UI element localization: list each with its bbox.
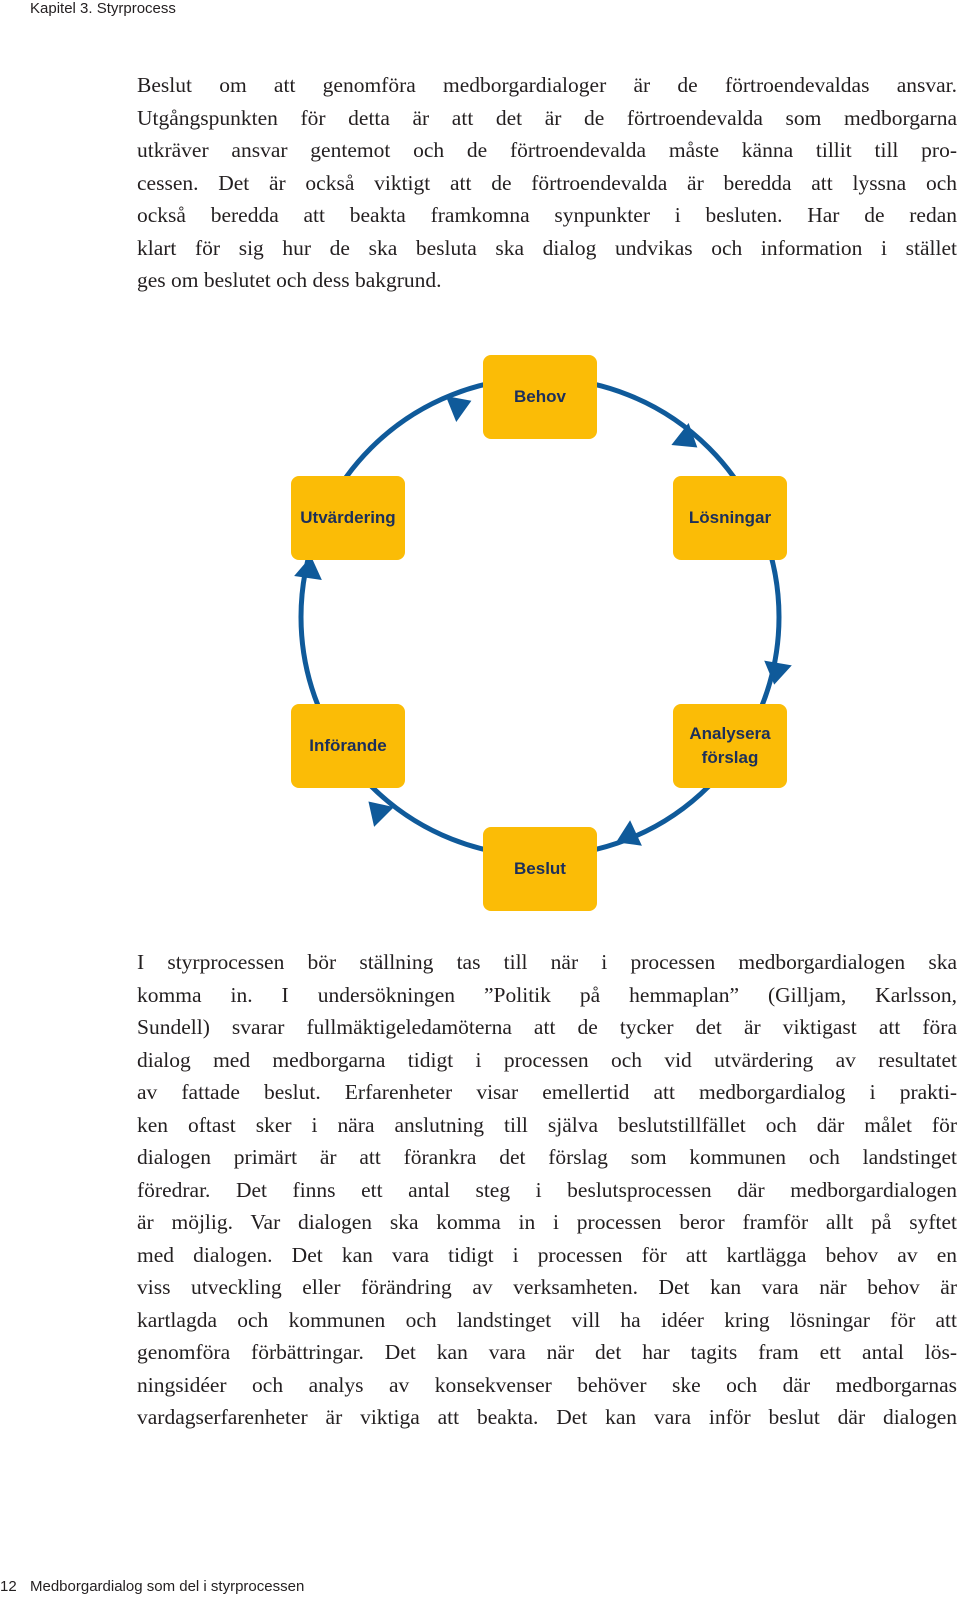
step-box-behov: Behov (483, 355, 597, 439)
text-line: kartlagda och kommunen och landstinget v… (137, 1307, 957, 1332)
text-line: dialog med medborgarna tidigt i processe… (137, 1047, 957, 1072)
arrow-head-icon (764, 660, 792, 685)
running-header: Kapitel 3. Styrprocess (30, 0, 176, 17)
step-label: Beslut (514, 859, 566, 878)
text-line: med dialogen. Det kan vara tidigt i proc… (137, 1242, 957, 1267)
body-paragraph-2: I styrprocessen bör ställning tas till n… (137, 946, 957, 1434)
step-box-inforande: Införande (291, 704, 405, 788)
text-line: klart för sig hur de ska besluta ska dia… (137, 235, 957, 260)
body-paragraph-1: Beslut om att genomföra medborgardialoge… (137, 69, 957, 297)
text-line: vardagserfarenheter är viktiga att beakt… (137, 1405, 957, 1429)
text-line: Utgångspunkten för detta är att det är d… (137, 105, 957, 130)
text-line: av fattade beslut. Erfarenheter visar em… (137, 1080, 957, 1104)
step-label: Behov (514, 387, 566, 406)
text-line: genomföra förbättringar. Det kan vara nä… (137, 1340, 957, 1364)
text-line: I styrprocessen bör ställning tas till n… (137, 950, 957, 974)
text-line: Sundell) svarar fullmäktigeledamöterna a… (137, 1015, 957, 1039)
text-line: Beslut om att genomföra medborgardialoge… (137, 73, 957, 97)
text-line: ken oftast sker i nära anslutning till s… (137, 1112, 957, 1137)
step-box-losningar: Lösningar (673, 476, 787, 560)
text-line: ningsidéer och analys av konsekvenser be… (137, 1372, 957, 1397)
text-line: också beredda att beakta framkomna synpu… (137, 203, 957, 227)
text-line: ges om beslutet och dess bakgrund. (137, 268, 442, 292)
arrow-head-icon (671, 422, 698, 448)
text-line: utkräver ansvar gentemot och de förtroen… (137, 138, 957, 162)
text-line: viss utveckling eller förändring av verk… (137, 1275, 957, 1299)
step-label: Införande (309, 736, 387, 755)
process-cycle-diagram: Behov Lösningar Analysera förslag Beslut… (0, 340, 960, 920)
step-label: Lösningar (688, 508, 772, 527)
text-line: komma in. I undersökningen ”Politik på h… (137, 982, 957, 1007)
text-line: föredrar. Det finns ett antal steg i bes… (137, 1177, 957, 1202)
arrow-head-icon (294, 556, 322, 580)
arrow-head-icon (445, 396, 472, 422)
publication-title: Medborgardialog som del i styrprocessen (30, 1578, 305, 1595)
step-label: Utvärdering (300, 508, 396, 527)
page-number: 12 (0, 1578, 17, 1595)
step-label: Analysera förslag (689, 724, 771, 767)
arrow-head-icon (368, 801, 394, 827)
step-box-utvardering: Utvärdering (291, 476, 405, 560)
text-line: är möjlig. Var dialogen ska komma in i p… (137, 1210, 957, 1234)
arrow-head-icon (616, 820, 642, 846)
text-line: cessen. Det är också viktigt att de fört… (137, 170, 957, 195)
text-line: dialogen primärt är att förankra det för… (137, 1145, 957, 1169)
step-box-beslut: Beslut (483, 827, 597, 911)
cycle-arrows (294, 375, 792, 859)
step-box-analysera-forslag: Analysera förslag (673, 704, 787, 788)
